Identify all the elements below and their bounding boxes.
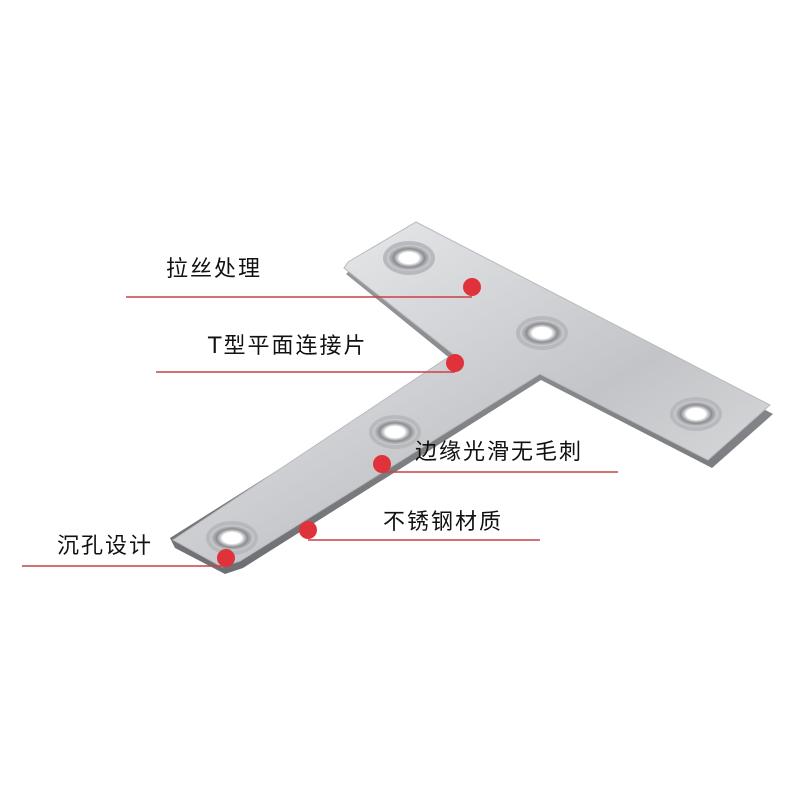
countersunk-hole	[369, 415, 421, 449]
callout-dot	[373, 455, 391, 473]
callout-dot	[463, 278, 481, 296]
countersunk-hole	[670, 397, 722, 431]
callout-stainless-steel: 不锈钢材质	[383, 510, 504, 535]
callout-dot	[299, 521, 317, 539]
callout-t-shape: T型平面连接片	[208, 334, 368, 359]
countersunk-hole	[383, 241, 435, 275]
callout-dot	[217, 549, 235, 567]
countersunk-hole	[206, 521, 258, 555]
callout-smooth-edge: 边缘光滑无毛刺	[415, 440, 584, 465]
callout-countersunk: 沉孔设计	[57, 534, 154, 559]
callout-brushed-finish: 拉丝处理	[166, 257, 263, 282]
callout-dot	[446, 354, 464, 372]
countersunk-hole	[516, 316, 568, 350]
t-plate	[172, 221, 771, 568]
